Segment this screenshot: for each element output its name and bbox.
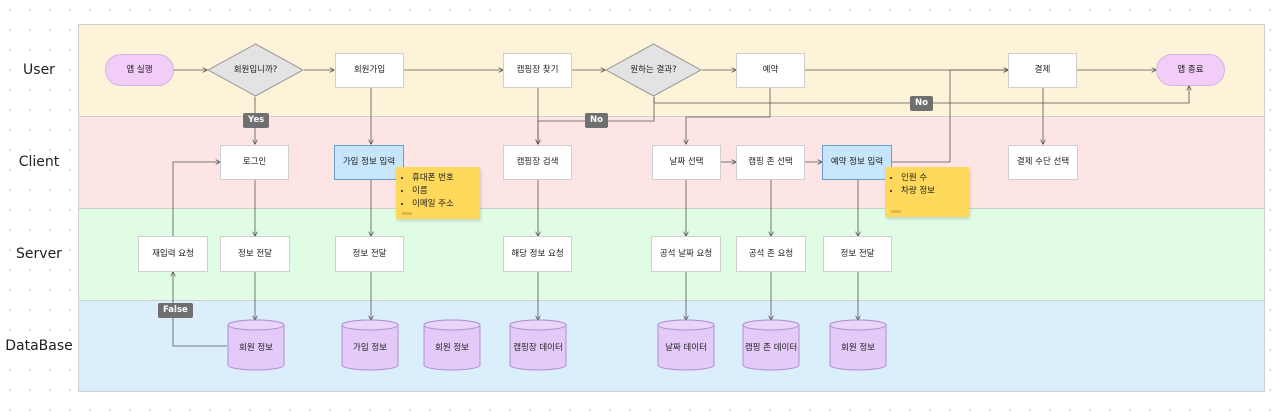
edge-reenter-to-login <box>172 162 220 236</box>
signup-node[interactable]: 회원가입 <box>335 53 404 88</box>
database-label: 회원 정보 <box>239 343 273 353</box>
database-member-1[interactable]: 회원 정보 <box>227 319 285 371</box>
pay-method-node[interactable]: 결제 수단 선택 <box>1008 145 1078 180</box>
lane-label-client: Client <box>18 154 60 170</box>
note-item: 인원 수 <box>901 173 969 183</box>
desired-result-decision[interactable] <box>605 43 702 97</box>
reenter-node[interactable]: 재입력 요청 <box>138 236 208 272</box>
database-member-3[interactable]: 회원 정보 <box>829 319 887 371</box>
info-request-node[interactable]: 해당 정보 요청 <box>503 236 572 272</box>
find-camp-node[interactable]: 캠핑장 찾기 <box>503 53 572 88</box>
signup-fields-note: 휴대폰 번호 이름 이메일 주소 <box>396 167 480 219</box>
desired-result-label: 원하는 결과? <box>630 64 677 75</box>
database-label: 캠핑장 데이터 <box>513 343 563 353</box>
edge-label-yes: Yes <box>243 113 270 128</box>
edge-member-db-false <box>173 272 227 347</box>
lane-label-server: Server <box>16 246 62 262</box>
database-label: 날짜 데이터 <box>665 343 707 353</box>
database-label: 가입 정보 <box>353 343 387 353</box>
edge-label-no-search: No <box>585 113 608 128</box>
reserve-fields-note: 인원 수 차량 정보 <box>885 167 969 217</box>
is-member-decision[interactable] <box>207 43 304 97</box>
edge-label-false: False <box>158 303 193 318</box>
database-label: 회원 정보 <box>841 343 875 353</box>
info-send-node-1[interactable]: 정보 전달 <box>220 236 290 272</box>
database-date[interactable]: 날짜 데이터 <box>657 319 715 371</box>
database-camp[interactable]: 캠핑장 데이터 <box>509 319 567 371</box>
vacant-date-node[interactable]: 공석 날짜 요청 <box>651 236 721 272</box>
note-item: 차량 정보 <box>901 186 969 196</box>
note-item: 이름 <box>412 186 480 196</box>
note-item: 이메일 주소 <box>412 199 480 209</box>
database-label: 회원 정보 <box>435 343 469 353</box>
payment-node[interactable]: 결제 <box>1008 53 1077 88</box>
camp-search-node[interactable]: 캠핑장 검색 <box>503 145 572 180</box>
vacant-zone-node[interactable]: 공석 존 요청 <box>736 236 806 272</box>
lane-label-user: User <box>23 62 55 78</box>
date-select-node[interactable]: 날짜 선택 <box>652 145 721 180</box>
is-member-label: 회원입니까? <box>233 64 278 75</box>
app-end-node[interactable]: 앱 종료 <box>1156 54 1225 86</box>
database-signup[interactable]: 가입 정보 <box>341 319 399 371</box>
lane-label-database: DataBase <box>5 338 73 354</box>
zone-select-node[interactable]: 캠핑 존 선택 <box>736 145 805 180</box>
reserve-input-node[interactable]: 예약 정보 입력 <box>822 145 892 180</box>
database-label: 캠핑 존 데이터 <box>744 343 798 353</box>
reserve-node[interactable]: 예약 <box>736 53 805 88</box>
note-item: 휴대폰 번호 <box>412 173 480 183</box>
edge-label-no-end: No <box>910 96 933 111</box>
app-start-node[interactable]: 앱 실행 <box>105 54 174 86</box>
database-zone[interactable]: 캠핑 존 데이터 <box>742 319 800 371</box>
note-signature <box>891 210 901 213</box>
note-signature <box>402 212 412 215</box>
signup-input-node[interactable]: 가입 정보 입력 <box>334 145 404 180</box>
edge-reserve-to-date <box>686 87 771 144</box>
login-node[interactable]: 로그인 <box>220 145 289 180</box>
database-member-2[interactable]: 회원 정보 <box>423 319 481 371</box>
edge-input-to-payment <box>892 70 1008 163</box>
info-send-node-3[interactable]: 정보 전달 <box>823 236 892 272</box>
info-send-node-2[interactable]: 정보 전달 <box>335 236 404 272</box>
